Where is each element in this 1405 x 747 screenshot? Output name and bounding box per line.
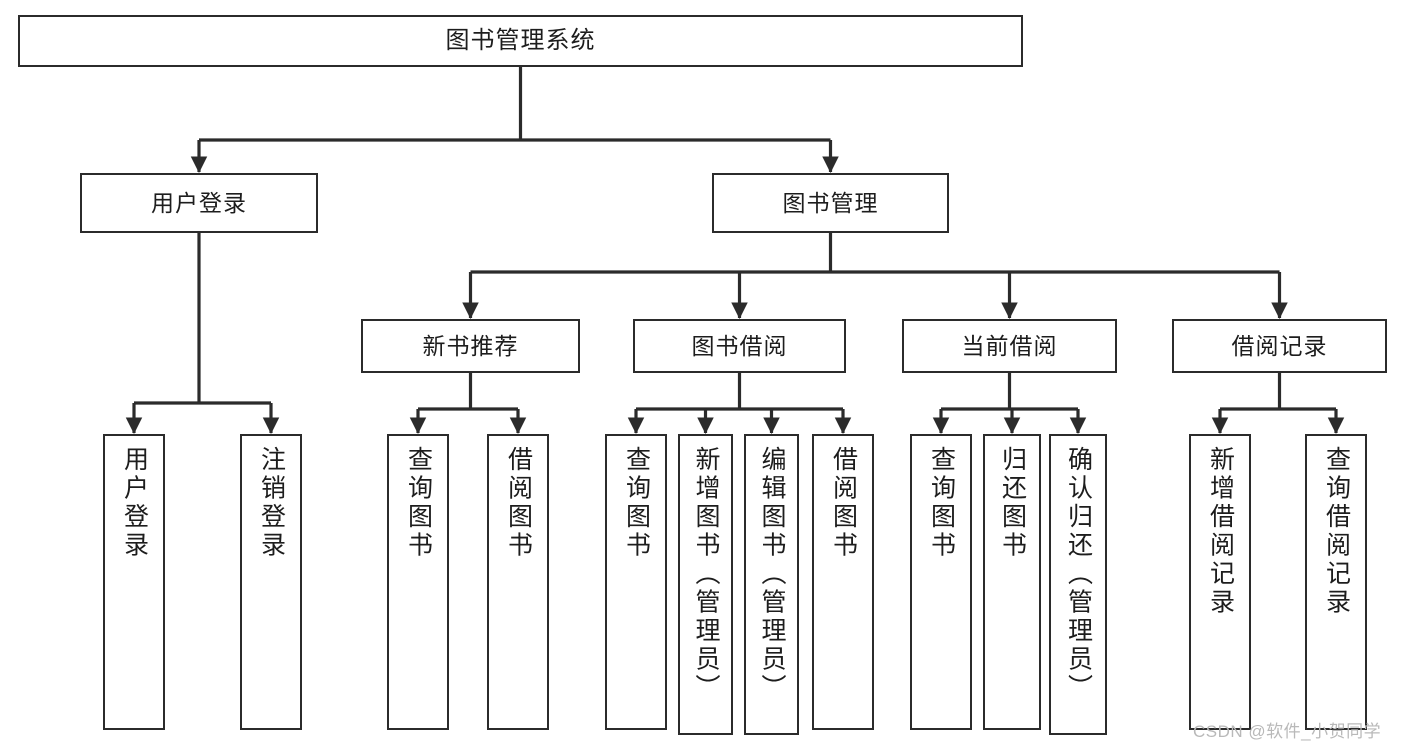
- node-leaf4[interactable]: 借阅图书: [487, 434, 549, 730]
- node-leaf9[interactable]: 查询图书: [910, 434, 972, 730]
- node-label: 查询图书: [927, 446, 956, 560]
- node-label: 用户登录: [120, 446, 149, 560]
- node-leaf3[interactable]: 查询图书: [387, 434, 449, 730]
- node-label: 编辑图书（管理员）: [758, 446, 786, 703]
- node-leaf11[interactable]: 确认归还（管理员）: [1049, 434, 1107, 735]
- node-leaf13[interactable]: 查询借阅记录: [1305, 434, 1367, 730]
- node-label: 图书管理: [782, 189, 879, 216]
- node-bookmgmt[interactable]: 图书管理: [712, 173, 949, 233]
- node-label: 查询借阅记录: [1322, 446, 1351, 617]
- csdn-watermark: CSDN @软件_小贺同学: [1193, 722, 1382, 741]
- node-leaf8[interactable]: 借阅图书: [812, 434, 874, 730]
- node-label: 用户登录: [151, 189, 247, 216]
- node-leaf10[interactable]: 归还图书: [983, 434, 1041, 730]
- node-current[interactable]: 当前借阅: [902, 319, 1117, 373]
- node-leaf7[interactable]: 编辑图书（管理员）: [744, 434, 799, 735]
- node-label: 新增图书（管理员）: [692, 446, 720, 703]
- node-label: 注销登录: [257, 446, 286, 560]
- node-newbook[interactable]: 新书推荐: [361, 319, 580, 373]
- node-label: 查询图书: [622, 446, 651, 560]
- node-root[interactable]: 图书管理系统: [18, 15, 1023, 67]
- node-leaf2[interactable]: 注销登录: [240, 434, 302, 730]
- node-leaf1[interactable]: 用户登录: [103, 434, 165, 730]
- node-label: 图书借阅: [691, 332, 788, 359]
- node-label: 当前借阅: [961, 332, 1058, 359]
- node-label: 图书管理系统: [445, 27, 596, 54]
- node-borrow[interactable]: 图书借阅: [633, 319, 846, 373]
- node-leaf6[interactable]: 新增图书（管理员）: [678, 434, 733, 735]
- node-label: 借阅图书: [504, 446, 533, 560]
- node-label: 确认归还（管理员）: [1064, 446, 1093, 703]
- node-label: 借阅记录: [1231, 332, 1328, 359]
- node-label: 新书推荐: [422, 332, 519, 359]
- node-label: 借阅图书: [829, 446, 858, 560]
- node-leaf12[interactable]: 新增借阅记录: [1189, 434, 1251, 730]
- node-leaf5[interactable]: 查询图书: [605, 434, 667, 730]
- node-label: 新增借阅记录: [1206, 446, 1235, 617]
- node-label: 归还图书: [998, 446, 1027, 560]
- node-records[interactable]: 借阅记录: [1172, 319, 1387, 373]
- node-label: 查询图书: [404, 446, 433, 560]
- node-login[interactable]: 用户登录: [80, 173, 318, 233]
